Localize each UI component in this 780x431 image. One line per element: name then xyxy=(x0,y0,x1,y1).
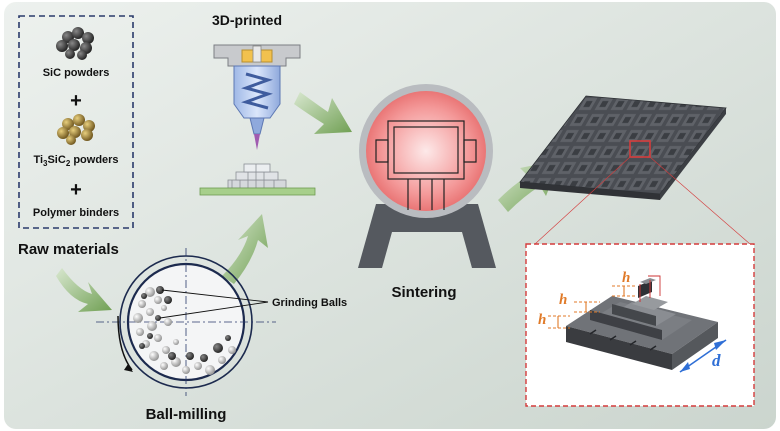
ball-mill-icon xyxy=(96,248,276,396)
raw-materials-label: Raw materials xyxy=(18,241,119,258)
plus-sign-1: + xyxy=(70,90,82,112)
unit-cell-icon xyxy=(566,278,718,370)
zoom-line-left xyxy=(534,156,631,245)
dimension-h-label-1: h xyxy=(622,270,630,286)
zoom-line-right xyxy=(649,156,751,245)
raw-materials-box xyxy=(18,15,134,229)
zoom-marker xyxy=(629,140,651,158)
dimension-h-marks xyxy=(548,275,661,329)
plus-sign-2: + xyxy=(70,179,82,201)
ti3sic2-powder-icon xyxy=(57,114,95,145)
dimension-h-label-3: h xyxy=(538,312,546,328)
ti3sic2-sub2: 2 xyxy=(66,159,71,168)
arrow-to-ballmill xyxy=(56,268,112,312)
lattice-plate-icon xyxy=(519,95,727,200)
ball-milling-label: Ball-milling xyxy=(146,406,227,423)
ti3sic2-label: Ti3SiC2 powders xyxy=(33,154,118,168)
grinding-balls-label: Grinding Balls xyxy=(272,297,347,309)
arrow-to-sintering xyxy=(294,92,352,134)
build-plate xyxy=(199,187,316,196)
furnace-icon xyxy=(358,84,496,268)
sic-label: SiC powders xyxy=(43,67,110,79)
dimension-h-label-2: h xyxy=(559,292,567,308)
grinding-balls xyxy=(133,286,236,375)
ti3sic2-mid: SiC xyxy=(47,154,65,166)
printing-title: 3D-printed xyxy=(212,12,282,28)
dimension-d-mark xyxy=(679,339,727,373)
dimension-d-label: d xyxy=(712,351,721,370)
sintering-label: Sintering xyxy=(391,284,456,301)
arrow-to-printer xyxy=(222,214,268,284)
ti3sic2-sub1: 3 xyxy=(43,159,48,168)
ti3sic2-prefix: Ti xyxy=(33,154,43,166)
polymer-binders-label: Polymer binders xyxy=(33,207,119,219)
sic-powder-icon xyxy=(56,27,94,60)
ti3sic2-suffix: powders xyxy=(70,154,118,166)
nozzle-icon xyxy=(213,44,301,150)
